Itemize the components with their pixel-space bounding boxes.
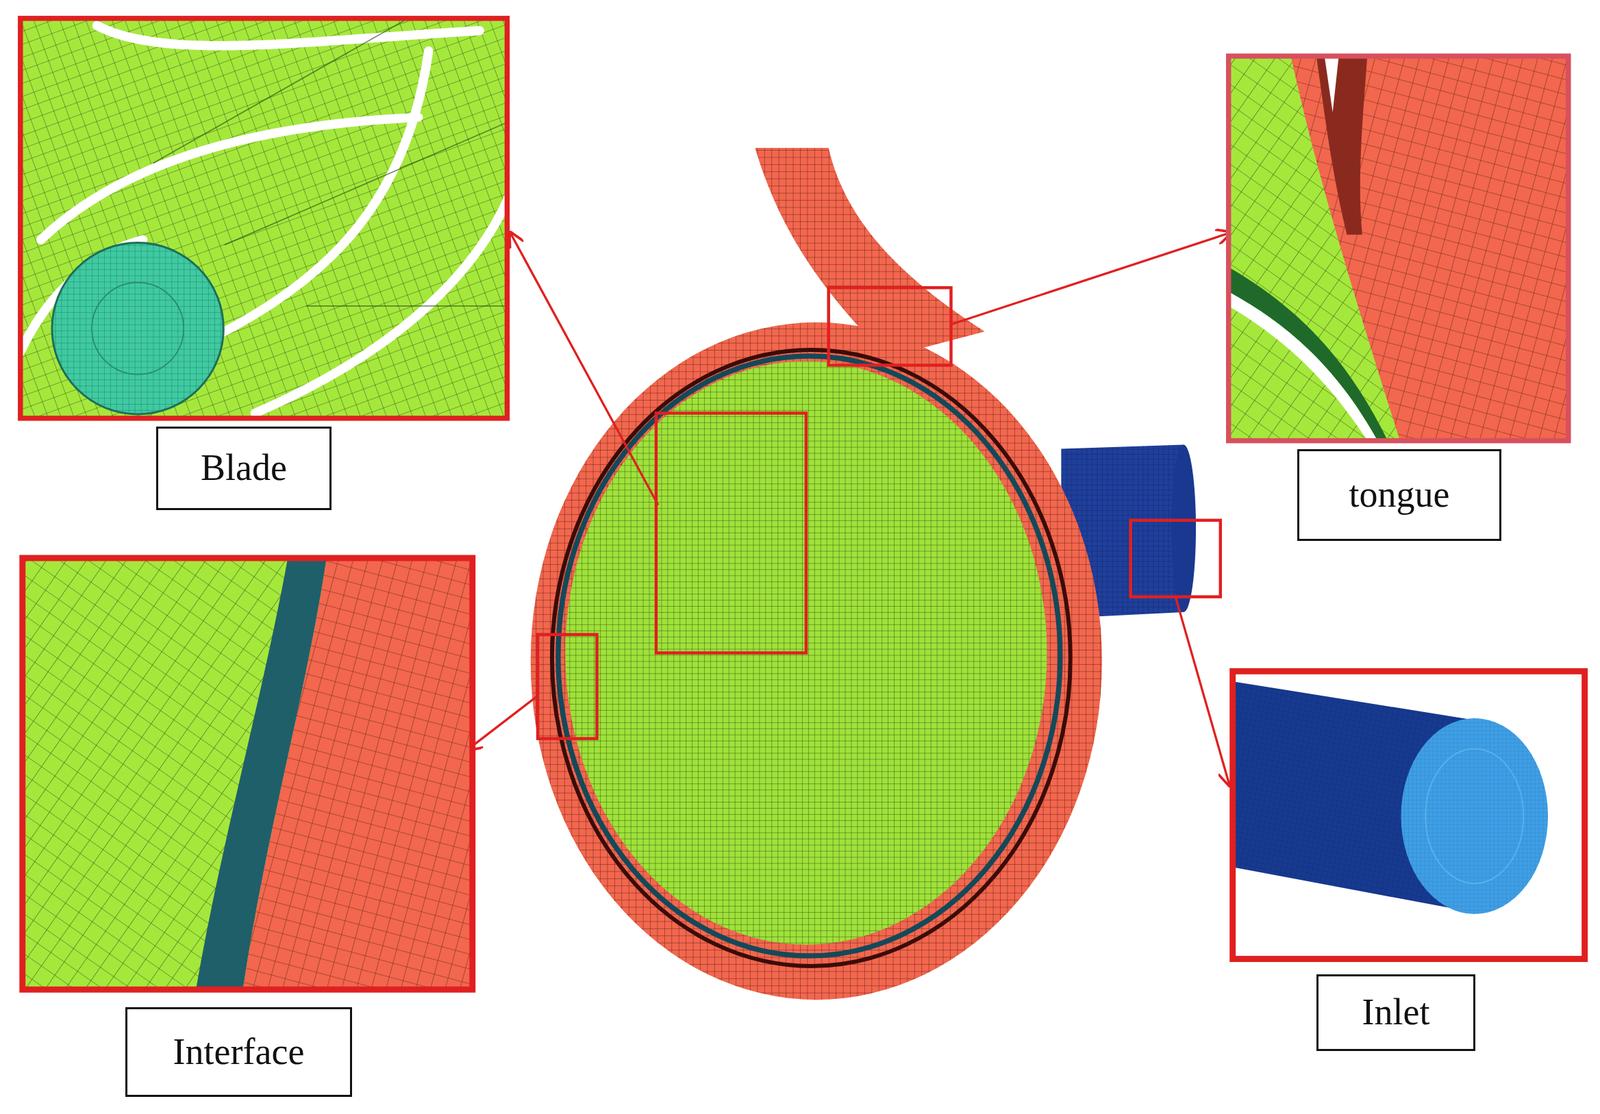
tongue-zoom-panel bbox=[1228, 56, 1569, 442]
zoom-panel-border bbox=[1232, 671, 1585, 959]
zoom-panel-border bbox=[20, 18, 508, 419]
zoom-panel-border bbox=[1228, 56, 1569, 442]
zoom-region-boxes bbox=[537, 287, 1221, 740]
label-box: Inlet bbox=[1316, 974, 1476, 1052]
blade-zoom-panel bbox=[20, 18, 508, 419]
impeller-disc bbox=[560, 360, 1068, 974]
label-box: Interface bbox=[125, 1007, 353, 1098]
panel-label: Interface bbox=[173, 1032, 305, 1073]
label-box: Blade bbox=[156, 426, 332, 511]
panel-label: Blade bbox=[200, 447, 287, 489]
panel-label: Inlet bbox=[1362, 992, 1431, 1033]
panel-label: tongue bbox=[1349, 474, 1450, 516]
zoom-panel-border bbox=[22, 558, 473, 990]
zoom-arrows bbox=[467, 232, 1231, 787]
label-box: tongue bbox=[1297, 449, 1502, 542]
volute-casing bbox=[530, 322, 1103, 1000]
interface-zoom-panel bbox=[22, 558, 473, 990]
inlet-zoom-panel bbox=[1232, 671, 1585, 959]
